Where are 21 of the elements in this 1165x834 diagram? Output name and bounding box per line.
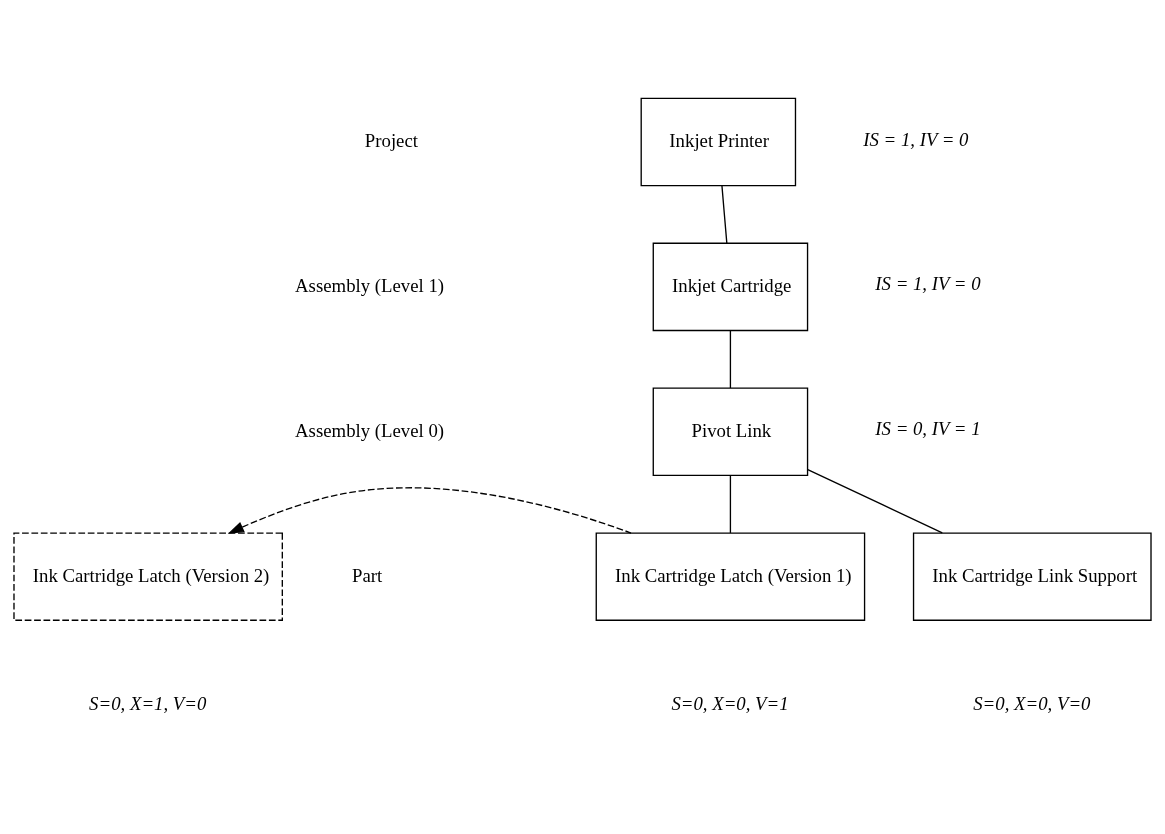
node-label: S=0, X=1, V=0: [89, 693, 207, 715]
node-label: S=0, X=0, V=0: [973, 693, 1091, 715]
node-box: Ink Cartridge Link Support: [912, 532, 1152, 621]
node-box: Ink Cartridge Latch (Version 2): [13, 532, 283, 621]
label: Assembly (Level 1): [295, 274, 445, 296]
node-box: Inkjet Printer: [640, 97, 797, 187]
node-label: S=0, X=0, V=1: [671, 693, 789, 715]
connector: [807, 468, 943, 534]
connector: [729, 474, 732, 534]
label: Project: [364, 129, 418, 151]
node-box: Pivot Link: [652, 387, 809, 477]
node-label: IS = 1, IV = 0: [875, 273, 981, 295]
node-box: Inkjet Cartridge: [652, 242, 809, 332]
node-box: Ink Cartridge Latch (Version 1): [595, 532, 866, 621]
node-label: IS = 0, IV = 1: [875, 418, 981, 440]
label: Assembly (Level 0): [295, 419, 445, 441]
label: Part: [352, 564, 383, 586]
connector: [721, 184, 728, 244]
node-label: IS = 1, IV = 0: [863, 128, 969, 150]
connector: [729, 329, 732, 389]
arrow: [227, 487, 632, 534]
